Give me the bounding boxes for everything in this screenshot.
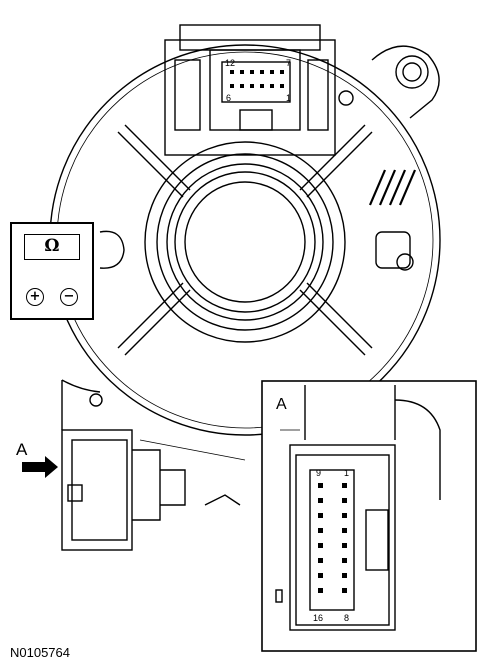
minus-terminal: − xyxy=(60,288,78,306)
figure-id: N0105764 xyxy=(10,645,70,660)
inset-frame xyxy=(261,380,477,652)
top-pin-12-label: 12 xyxy=(225,58,235,68)
plus-terminal: + xyxy=(26,288,44,306)
inset-pin-1-label: 1 xyxy=(344,468,349,478)
manufacturer-logo xyxy=(368,169,417,206)
clockspring-housing xyxy=(49,44,441,436)
inset-pin-9-label: 9 xyxy=(316,468,321,478)
inset-pin-8-label: 8 xyxy=(344,613,349,623)
view-a-label: A xyxy=(16,440,28,459)
ohm-display: Ω xyxy=(24,234,80,260)
inset-pin-grid xyxy=(318,483,347,593)
inset-a-label: A xyxy=(276,396,287,413)
top-connector xyxy=(164,24,354,156)
top-pin-7-label: 7 xyxy=(286,58,291,68)
top-pin-6-label: 6 xyxy=(226,93,231,103)
inset-pin-16-label: 16 xyxy=(313,613,323,623)
top-pin-1-label: 1 xyxy=(286,93,291,103)
left-knob xyxy=(99,230,125,269)
view-a-arrow xyxy=(22,456,58,478)
ohmmeter: Ω + − xyxy=(10,222,94,320)
lower-connector xyxy=(61,379,246,551)
right-knob xyxy=(375,231,414,271)
